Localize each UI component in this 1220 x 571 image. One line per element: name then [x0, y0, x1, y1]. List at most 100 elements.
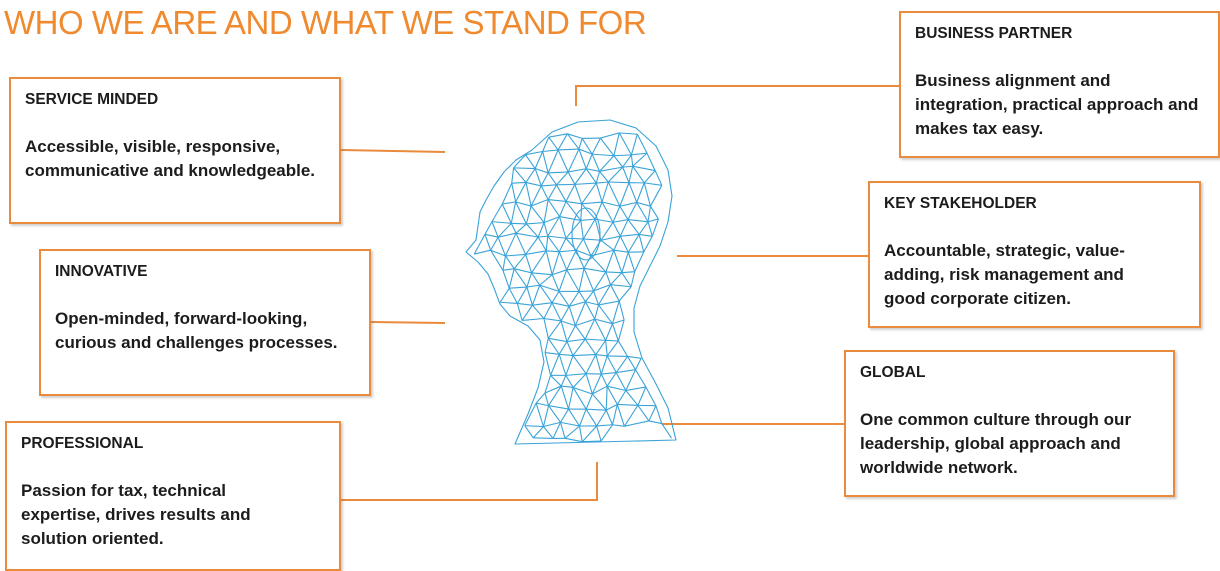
mesh-edge [569, 387, 574, 409]
mesh-edge [585, 291, 593, 302]
mesh-edge [532, 273, 553, 275]
mesh-edge [638, 405, 649, 421]
mesh-edge [568, 149, 579, 172]
mesh-edge [516, 233, 526, 254]
mesh-edge [538, 236, 548, 237]
mesh-edge [613, 206, 620, 222]
mesh-edge [656, 406, 662, 424]
mesh-edge [614, 250, 628, 252]
mesh-edge [581, 219, 595, 220]
mesh-edge [620, 220, 628, 237]
mesh-edge [606, 272, 622, 273]
mesh-edge [576, 239, 583, 250]
mesh-edge [568, 169, 586, 172]
mesh-edge [561, 306, 569, 321]
mesh-edge [608, 182, 620, 206]
mesh-edge [485, 234, 498, 237]
mesh-edge [628, 202, 637, 219]
mesh-edge [559, 342, 567, 355]
mesh-edge [526, 182, 541, 185]
mesh-edge [567, 270, 579, 292]
mesh-edge [582, 183, 597, 204]
mesh-edge [602, 202, 613, 222]
mesh-edge [549, 134, 568, 137]
card-line: Accessible, visible, responsive, [25, 135, 329, 159]
mesh-edge [600, 171, 609, 182]
mesh-edge [606, 386, 607, 410]
mesh-edge [511, 223, 526, 224]
mesh-edge [502, 202, 515, 204]
mesh-edge [650, 206, 658, 219]
mesh-edge [548, 217, 560, 237]
mesh-edge [548, 236, 566, 238]
mesh-edge [633, 166, 645, 183]
card-body: Business alignment and integration, prac… [915, 69, 1208, 141]
mesh-edge [543, 152, 549, 173]
mesh-edge [559, 252, 566, 270]
mesh-edge [549, 406, 561, 423]
mesh-edge [546, 251, 559, 252]
mesh-edge [582, 202, 602, 204]
mesh-edge [616, 356, 627, 372]
mesh-edge [601, 240, 614, 250]
mesh-edge [567, 250, 576, 270]
mesh-edge [560, 409, 568, 422]
mesh-edge [628, 356, 636, 369]
mesh-edge [655, 171, 662, 186]
mesh-edge [618, 341, 627, 356]
mesh-edge [548, 173, 556, 185]
mesh-edge [548, 150, 558, 173]
mesh-edge [620, 206, 628, 219]
mesh-edge [636, 358, 642, 369]
mesh-edge [522, 305, 532, 320]
mesh-edge [526, 237, 539, 254]
mesh-edge [596, 182, 608, 183]
card-body: Accountable, strategic, value- adding, r… [884, 239, 1189, 311]
mesh-edge [575, 183, 596, 184]
mesh-edge [639, 222, 648, 235]
mesh-edge [585, 302, 594, 319]
mesh-edge [575, 169, 586, 185]
mesh-edge [566, 201, 582, 203]
mesh-edge [623, 166, 633, 167]
mesh-edge [566, 356, 573, 376]
mesh-edge [536, 403, 543, 426]
mesh-edge [565, 426, 579, 438]
mesh-edge [595, 305, 599, 319]
mesh-edge [601, 374, 607, 386]
mesh-edge [586, 394, 592, 409]
mesh-edge [631, 155, 632, 166]
mesh-edge [601, 356, 607, 374]
card-heading: KEY STAKEHOLDER [884, 195, 1189, 213]
mesh-edge [628, 234, 639, 252]
mesh-edge [584, 256, 591, 268]
mesh-edge [485, 222, 492, 235]
mesh-edge [548, 321, 561, 338]
mesh-edge [527, 273, 532, 287]
mesh-edge [552, 275, 559, 292]
mesh-edge [646, 387, 656, 406]
mesh-edge [617, 404, 624, 426]
mesh-edge [500, 302, 517, 303]
mesh-edge [648, 219, 658, 222]
mesh-edge [596, 355, 601, 374]
mesh-edge [614, 155, 632, 156]
mesh-edge [526, 251, 547, 255]
card-heading: GLOBAL [860, 364, 1163, 382]
mesh-edge [525, 426, 533, 438]
card-service-minded: SERVICE MINDED Accessible, visible, resp… [9, 77, 341, 224]
mesh-edge [579, 426, 582, 442]
mesh-edge [614, 133, 619, 156]
mesh-edge [485, 234, 491, 250]
mesh-edge [633, 166, 655, 170]
mesh-edge [532, 305, 543, 318]
mesh-edge [517, 303, 522, 320]
mesh-edge [585, 339, 596, 354]
mesh-edge [566, 238, 583, 239]
mesh-edge [601, 373, 616, 374]
mesh-edge [560, 201, 566, 216]
mesh-edge [583, 239, 601, 240]
mesh-edge [505, 254, 525, 256]
mesh-edge [569, 306, 575, 325]
mesh-edge [620, 183, 629, 207]
